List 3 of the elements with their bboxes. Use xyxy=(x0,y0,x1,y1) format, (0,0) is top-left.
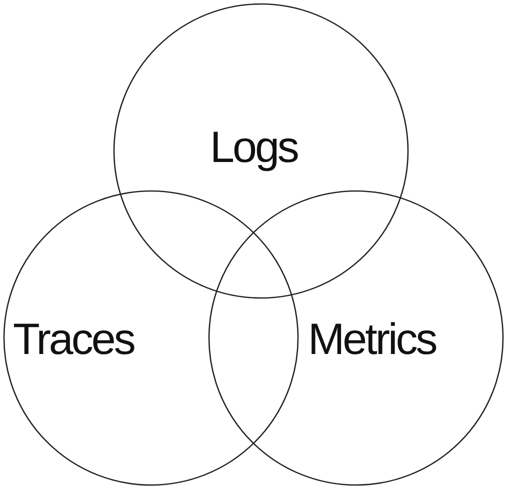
set-label: Logs xyxy=(210,123,298,173)
set-label: Traces xyxy=(13,315,134,365)
set-label: Metrics xyxy=(308,315,436,365)
